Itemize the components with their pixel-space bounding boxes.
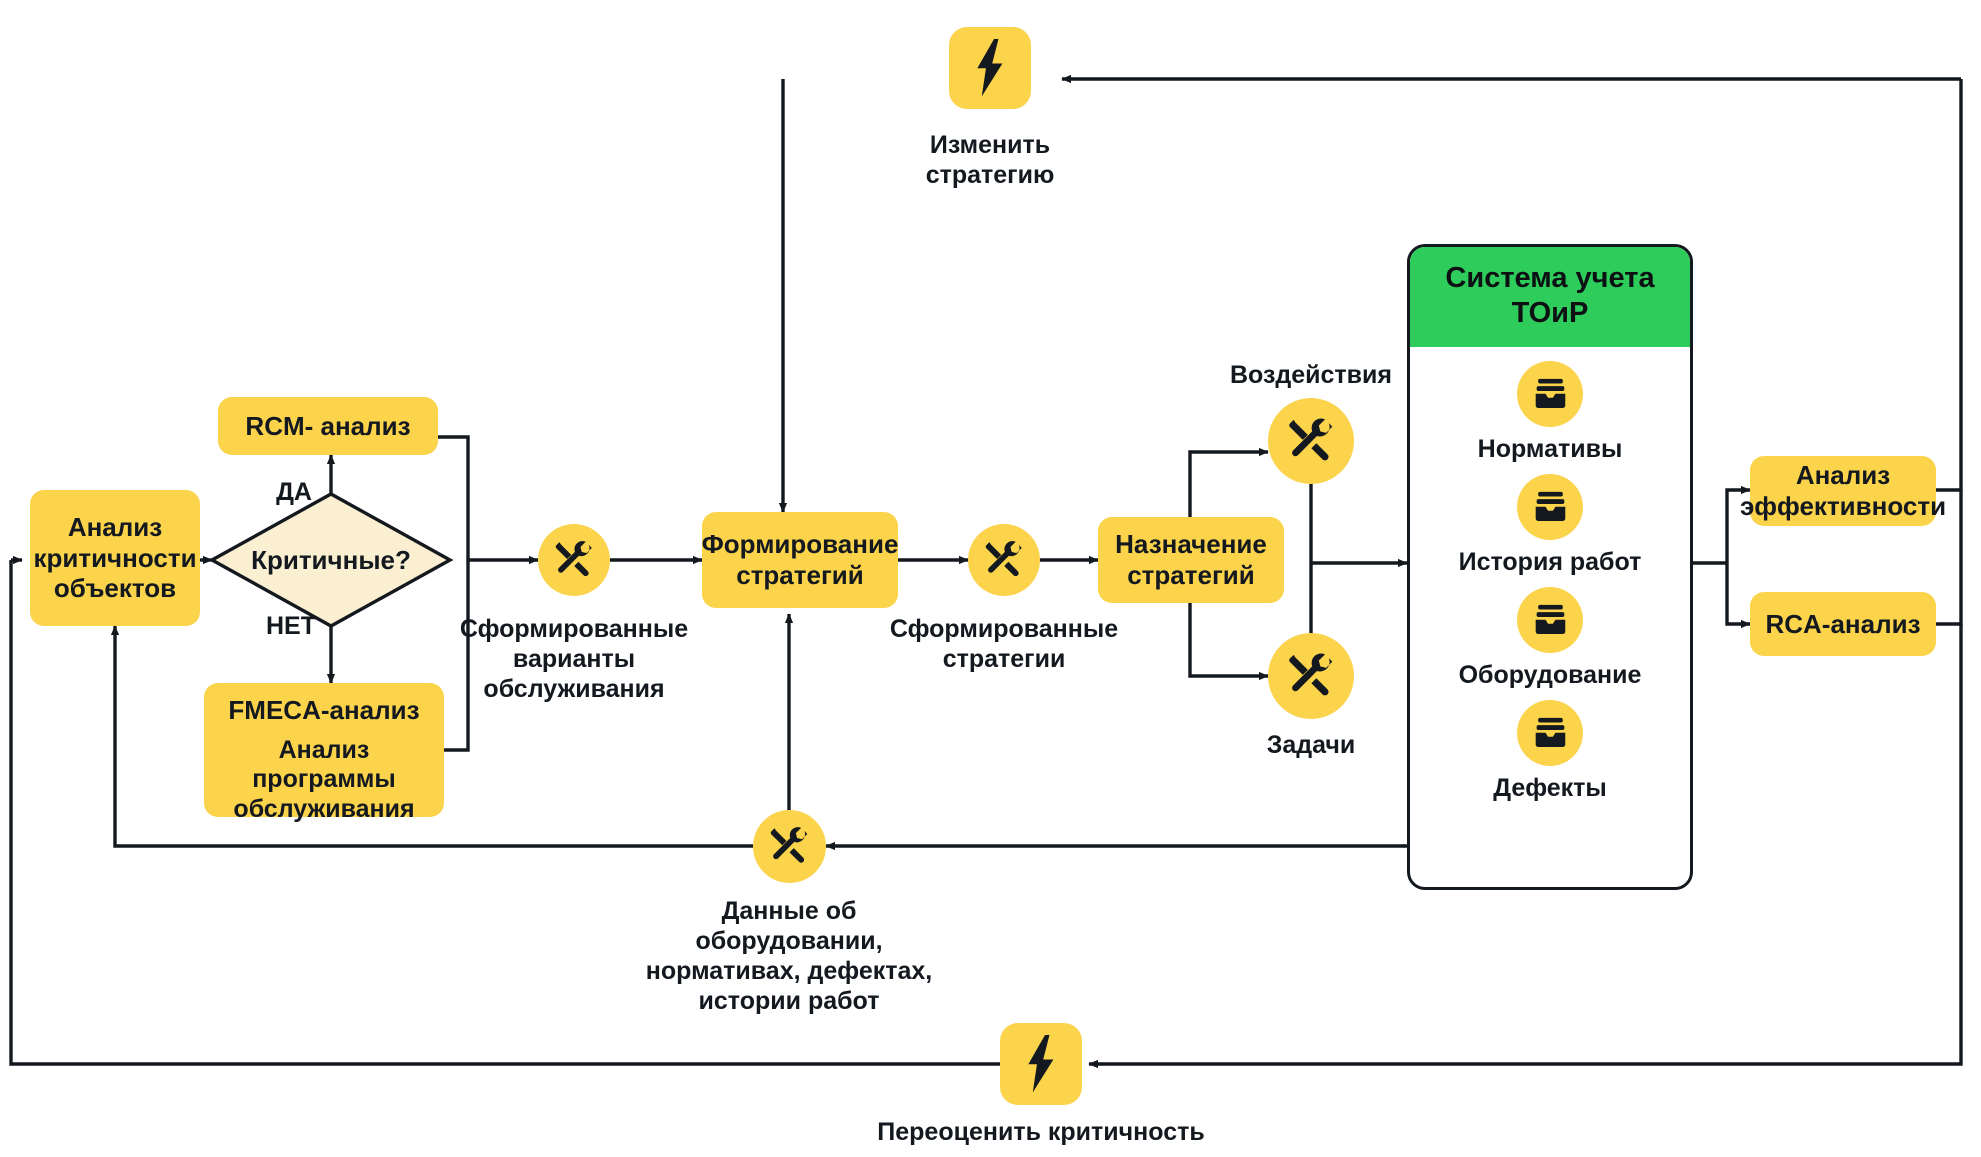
tray-icon xyxy=(1535,717,1565,748)
artifact-formed-strategies[interactable] xyxy=(968,524,1040,596)
system-panel-item-label: История работ xyxy=(1458,547,1642,576)
system-panel-item-equipment[interactable]: Оборудование xyxy=(1458,586,1642,690)
node-criticality-analysis[interactable]: Анализ критичности объектов xyxy=(30,490,200,626)
tool-icon xyxy=(771,827,808,864)
critical-decision-diamond xyxy=(208,492,454,628)
node-rca-analysis[interactable]: RCA-анализ xyxy=(1750,592,1936,656)
tray-icon-wrap xyxy=(1516,699,1583,766)
node-critical-decision[interactable]: Критичные? xyxy=(212,494,450,626)
tray-icon xyxy=(1535,604,1565,635)
system-panel-body: Нормативы История работ xyxy=(1410,347,1690,813)
artifact-formed-options[interactable] xyxy=(538,524,610,596)
bolt-icon xyxy=(1028,1035,1054,1093)
artifact-equipment-data-label: Данные об оборудовании, нормативах, дефе… xyxy=(645,897,933,1015)
tray-icon xyxy=(1535,378,1565,409)
node-rcm-analysis[interactable]: RCM- анализ xyxy=(218,397,438,455)
node-fmeca-analysis[interactable]: FMECA-анализ Анализ программы обслуживан… xyxy=(204,683,444,823)
edge-label-yes: ДА xyxy=(276,478,312,506)
system-panel-title: Система учета ТОиР xyxy=(1410,247,1690,347)
node-strategy-assignment-label: Назначение стратегий xyxy=(1115,529,1267,590)
system-panel-item-normatives[interactable]: Нормативы xyxy=(1477,360,1623,464)
node-effectiveness-analysis[interactable]: Анализ эффективности xyxy=(1740,456,1946,526)
artifact-formed-options-label: Сформированные варианты обслуживания xyxy=(459,615,689,703)
edge-label-no: НЕТ xyxy=(266,612,316,640)
system-panel-item-label: Нормативы xyxy=(1477,434,1623,463)
artifact-actions-label: Воздействия xyxy=(1229,361,1393,389)
node-fmeca-title: FMECA-анализ xyxy=(228,695,420,725)
node-rcm-analysis-label: RCM- анализ xyxy=(245,410,411,441)
node-fmeca-subtitle: Анализ программы обслуживания xyxy=(233,735,415,823)
tray-icon-wrap xyxy=(1516,360,1583,427)
tray-icon-wrap xyxy=(1517,473,1583,540)
artifact-reassess-criticality[interactable] xyxy=(1000,1023,1082,1105)
artifact-formed-strategies-label: Сформированные стратегии xyxy=(889,615,1119,673)
node-strategy-forming-label: Формирование стратегий xyxy=(701,529,899,590)
artifact-change-strategy[interactable] xyxy=(949,27,1031,109)
node-strategy-assignment[interactable]: Назначение стратегий xyxy=(1098,517,1284,603)
tool-icon xyxy=(1289,418,1333,461)
tool-icon xyxy=(985,541,1022,577)
system-panel-item-work-history[interactable]: История работ xyxy=(1458,473,1642,577)
node-strategy-forming[interactable]: Формирование стратегий xyxy=(702,512,898,608)
tool-icon xyxy=(1289,653,1333,696)
node-rca-analysis-label: RCA-анализ xyxy=(1765,608,1921,639)
artifact-tasks[interactable] xyxy=(1268,633,1354,719)
tray-icon xyxy=(1535,491,1565,522)
artifact-equipment-data[interactable] xyxy=(753,810,826,883)
artifact-actions[interactable] xyxy=(1268,398,1354,484)
system-panel: Система учета ТОиР Нормативы xyxy=(1407,244,1693,890)
bolt-icon xyxy=(977,39,1003,97)
node-effectiveness-analysis-label: Анализ эффективности xyxy=(1739,460,1947,521)
tray-icon-wrap xyxy=(1517,586,1583,653)
node-critical-decision-label: Критичные? xyxy=(251,544,411,575)
system-panel-item-defects[interactable]: Дефекты xyxy=(1493,699,1607,803)
artifact-tasks-label: Задачи xyxy=(1266,731,1356,759)
tool-icon xyxy=(555,541,592,577)
artifact-change-strategy-label: Изменить стратегию xyxy=(925,131,1055,189)
system-panel-item-label: Оборудование xyxy=(1458,660,1642,689)
artifact-reassess-criticality-label: Переоценить критичность xyxy=(877,1118,1205,1146)
system-panel-item-label: Дефекты xyxy=(1493,773,1607,802)
node-criticality-analysis-label: Анализ критичности объектов xyxy=(33,511,197,604)
